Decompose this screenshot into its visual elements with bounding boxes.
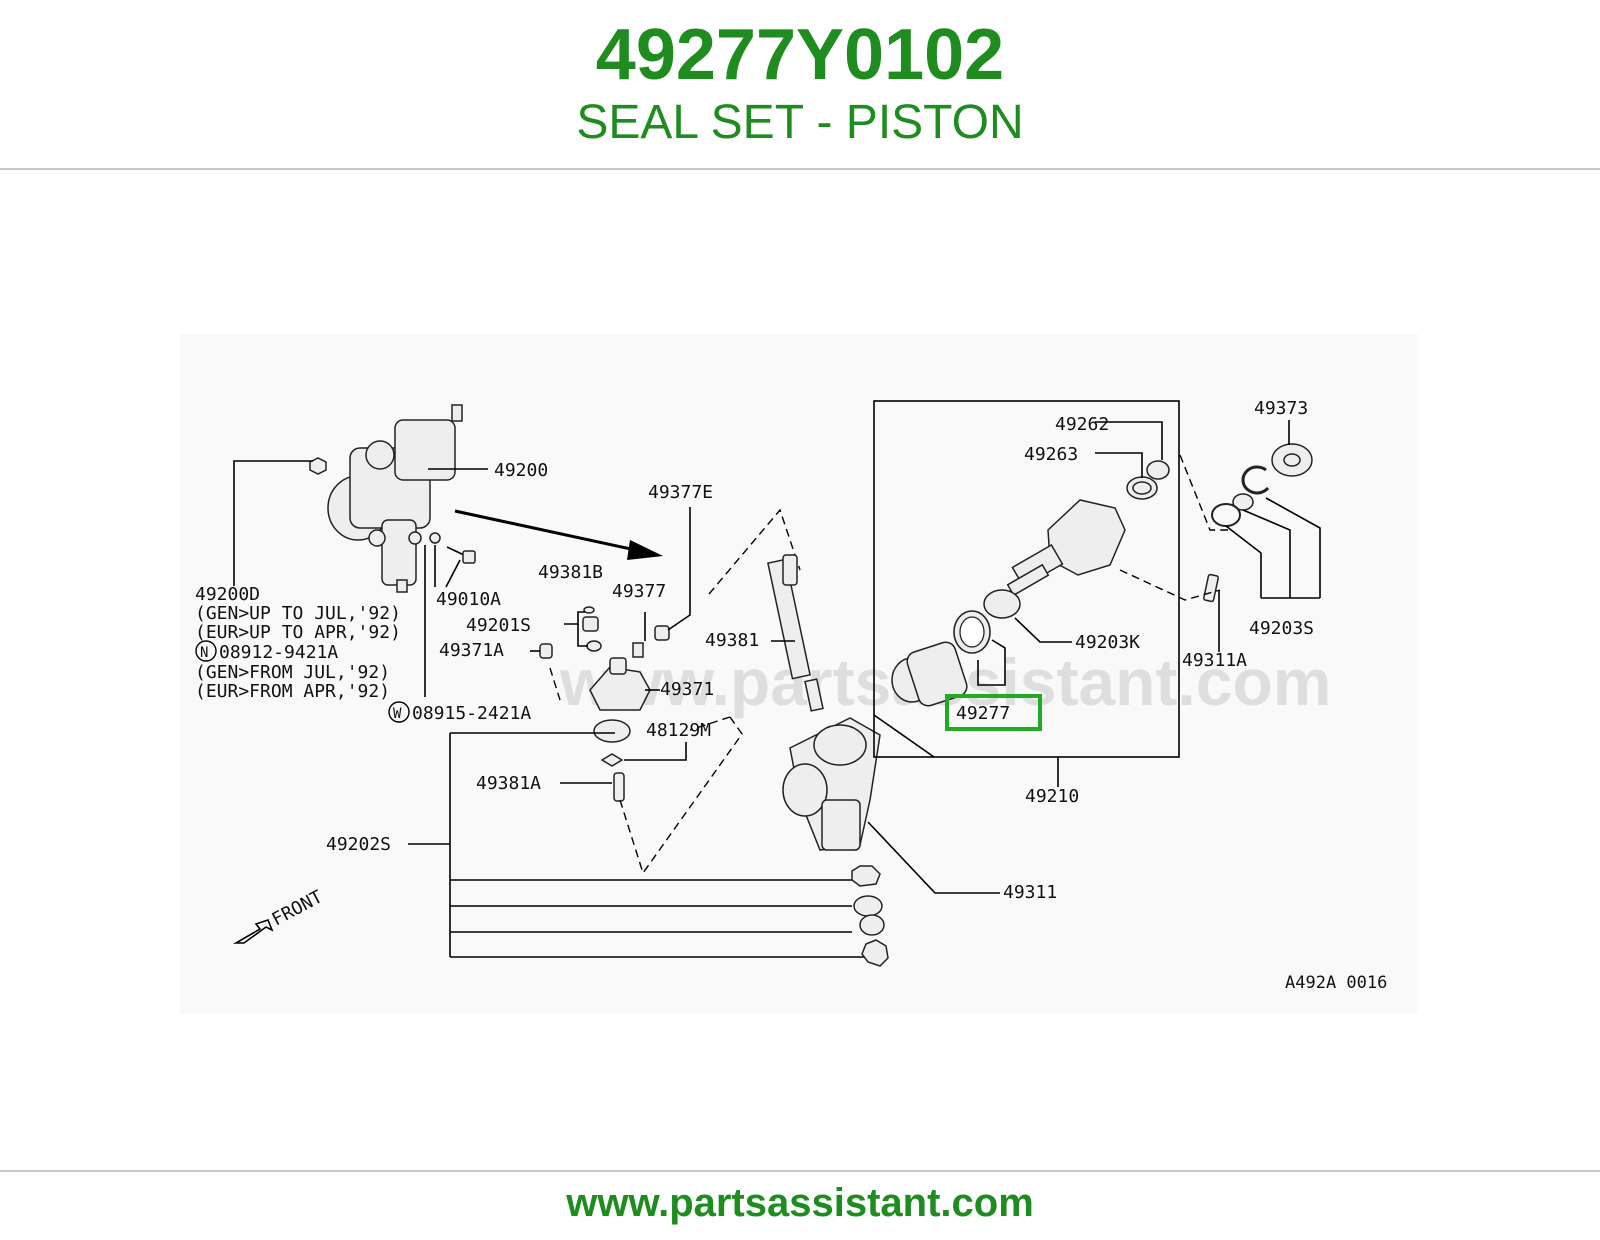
nut-49202S-4-part (861, 939, 889, 967)
label-49371A[interactable]: 49371A (439, 640, 504, 661)
front-arrow-icon (233, 919, 274, 944)
stud-49381A-part (613, 772, 625, 802)
header-divider (0, 168, 1600, 170)
label-49210[interactable]: 49210 (1025, 786, 1079, 807)
label-49262[interactable]: 49262 (1055, 414, 1109, 435)
cover-49371-part (589, 657, 651, 711)
bolt-49311A-part (1203, 573, 1219, 603)
page-header: 49277Y0102 SEAL SET - PISTON (0, 0, 1600, 168)
front-label: FRONT (268, 886, 326, 930)
label-49311[interactable]: 49311 (1003, 882, 1057, 903)
washer-08915-part (429, 532, 441, 544)
footer-divider (0, 1170, 1600, 1172)
label-49201S[interactable]: 49201S (466, 615, 531, 636)
seal-49381B-part (583, 606, 595, 614)
label-49200[interactable]: 49200 (494, 460, 548, 481)
bolt-49371A-part (539, 643, 553, 659)
bolt-49010A-part (446, 546, 476, 564)
label-08915-2421A[interactable]: 08915-2421A (412, 703, 531, 724)
label-08912-9421A[interactable]: 08912-9421A (219, 642, 338, 663)
figure-code: A492A 0016 (1285, 973, 1387, 993)
label-49203S[interactable]: 49203S (1249, 618, 1314, 639)
washer-49202S-1-part (851, 865, 881, 887)
nut-08912-part (309, 457, 327, 475)
w-circle-icon (388, 701, 410, 723)
washer-49202S-3-part (859, 914, 885, 936)
label-gen-from-jul: (GEN>FROM JUL,'92) (195, 662, 390, 683)
bearing-49373-part (1271, 443, 1313, 477)
label-eur-up-to-apr: (EUR>UP TO APR,'92) (195, 622, 401, 643)
label-49311A[interactable]: 49311A (1182, 650, 1247, 671)
label-49381A[interactable]: 49381A (476, 773, 541, 794)
label-48129M[interactable]: 48129M (646, 720, 711, 741)
bush-49201S-lower-part (586, 640, 602, 652)
assembly-49210-box (873, 400, 1180, 758)
label-49263[interactable]: 49263 (1024, 444, 1078, 465)
piston-49210-part (891, 641, 968, 707)
washer-49202S-2-part (853, 895, 883, 917)
n-circle-letter: N (200, 645, 208, 661)
steering-gear-box-part (327, 404, 463, 593)
label-49371[interactable]: 49371 (660, 679, 714, 700)
shaft-49381-part (767, 554, 824, 712)
w-circle-letter: W (393, 706, 402, 722)
snap-ring-49203S-part (1241, 465, 1270, 495)
n-circle-icon (195, 640, 217, 662)
plug-49377-part (632, 625, 670, 658)
oring-48129M-part (593, 719, 631, 743)
label-eur-from-apr: (EUR>FROM APR,'92) (195, 681, 390, 702)
label-49010A[interactable]: 49010A (436, 589, 501, 610)
label-49202S[interactable]: 49202S (326, 834, 391, 855)
control-valve-part (1006, 499, 1126, 597)
label-49200D[interactable]: 49200D (195, 584, 260, 605)
oring-49203K-part (983, 589, 1021, 619)
bush-49201S-part (582, 616, 599, 632)
highlight-49277-box (945, 694, 1042, 731)
oring-49262-part (1146, 460, 1170, 480)
label-49203K[interactable]: 49203K (1075, 632, 1140, 653)
label-49377E[interactable]: 49377E (648, 482, 713, 503)
part-name-subtitle: SEAL SET - PISTON (576, 96, 1024, 149)
oring-49203S-part (1211, 503, 1241, 527)
housing-49311-part (782, 717, 881, 851)
footer-website-link[interactable]: www.partsassistant.com (566, 1181, 1034, 1225)
label-49377[interactable]: 49377 (612, 581, 666, 602)
label-gen-up-to-jul: (GEN>UP TO JUL,'92) (195, 603, 401, 624)
direction-arrow-icon (627, 540, 663, 560)
label-49277[interactable]: 49277 (956, 703, 1010, 724)
label-49381[interactable]: 49381 (705, 630, 759, 651)
gasket-48129M-part (600, 753, 624, 767)
label-49373[interactable]: 49373 (1254, 398, 1308, 419)
label-49381B[interactable]: 49381B (538, 562, 603, 583)
front-direction-indicator: FRONT (233, 886, 326, 944)
part-number-title: 49277Y0102 (595, 15, 1005, 95)
